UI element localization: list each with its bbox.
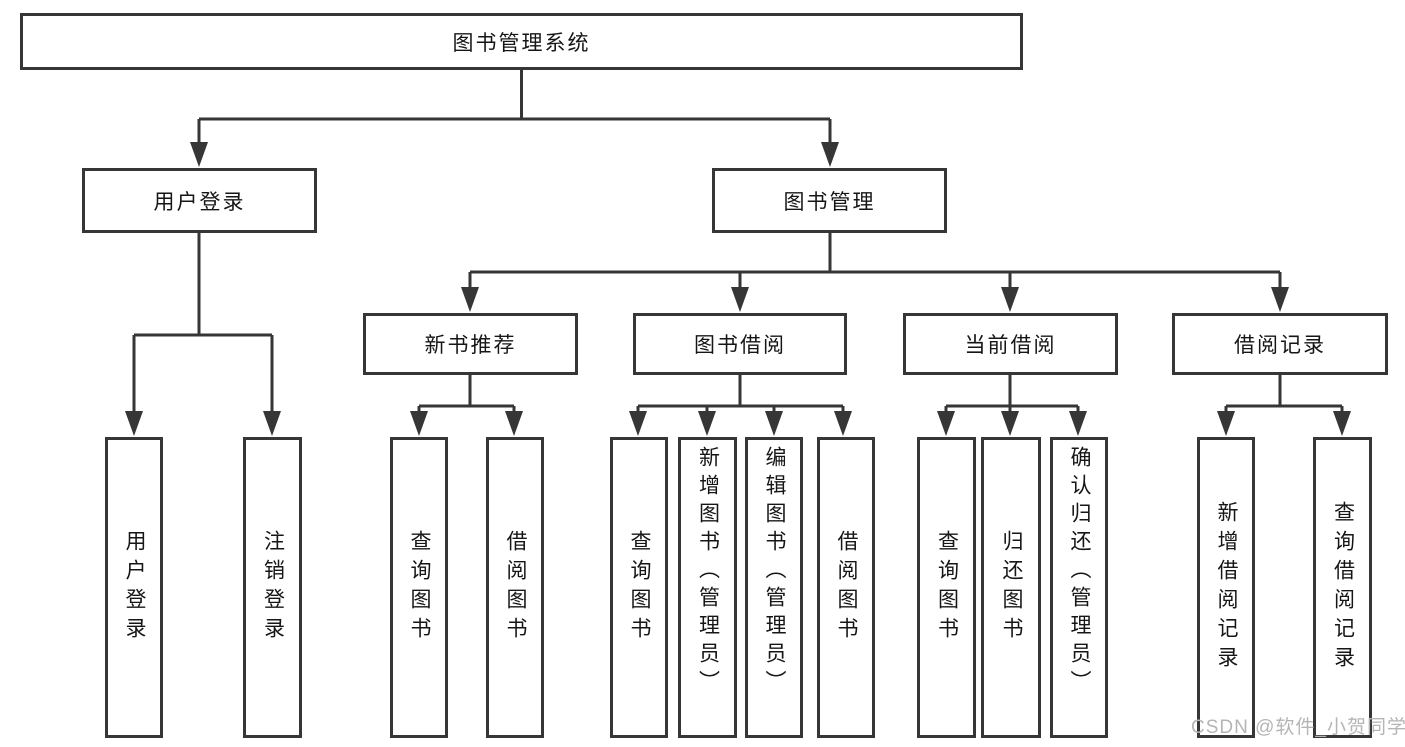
node-leaf-query-borrow-record-label: 查询借阅记录 — [1331, 500, 1355, 675]
arrowhead — [1001, 411, 1019, 436]
connector-paths — [132, 70, 1344, 415]
arrowhead — [731, 287, 749, 312]
node-current-borrow: 当前借阅 — [903, 313, 1118, 375]
node-leaf-query-book-borrow-label: 查询图书 — [628, 529, 652, 646]
node-leaf-add-borrow-record: 新增借阅记录 — [1197, 437, 1255, 738]
watermark: CSDN @软件_小贺同学 — [1191, 717, 1405, 738]
node-leaf-borrow-book-borrow: 借阅图书 — [817, 437, 875, 738]
node-new-book-rec: 新书推荐 — [363, 313, 578, 375]
node-leaf-query-book-borrow: 查询图书 — [610, 437, 668, 738]
node-book-borrow: 图书借阅 — [633, 313, 847, 375]
arrowheads — [125, 142, 1351, 436]
node-leaf-add-book-admin: 新增图书（管理员） — [678, 437, 737, 738]
arrowhead — [629, 411, 647, 436]
node-book-mgmt: 图书管理 — [712, 168, 947, 233]
connector-root-to-level2 — [197, 70, 832, 146]
node-book-borrow-label: 图书借阅 — [694, 334, 786, 357]
node-leaf-return-book: 归还图书 — [981, 437, 1041, 738]
node-leaf-logout-label: 注销登录 — [261, 529, 285, 646]
node-user-login: 用户登录 — [82, 168, 317, 233]
node-leaf-edit-book-admin-label: 编辑图书（管理员） — [763, 446, 787, 698]
arrowhead — [821, 142, 839, 167]
node-leaf-confirm-return-admin: 确认归还（管理员） — [1050, 437, 1108, 738]
node-leaf-query-book-current-label: 查询图书 — [935, 529, 959, 646]
node-leaf-logout: 注销登录 — [243, 437, 302, 738]
arrowhead — [263, 411, 281, 436]
connector-bookborrow-to-leaves — [636, 375, 845, 415]
arrowhead — [410, 411, 428, 436]
node-leaf-borrow-book-rec: 借阅图书 — [486, 437, 544, 738]
arrowhead — [1333, 411, 1351, 436]
node-leaf-borrow-book-rec-label: 借阅图书 — [504, 529, 528, 646]
arrowhead — [505, 411, 523, 436]
arrowhead — [190, 142, 208, 167]
node-leaf-query-borrow-record: 查询借阅记录 — [1313, 437, 1372, 738]
connector-newbookrec-to-leaves — [417, 375, 516, 415]
arrowhead — [1217, 411, 1235, 436]
node-book-mgmt-label: 图书管理 — [783, 190, 876, 214]
node-leaf-edit-book-admin: 编辑图书（管理员） — [745, 437, 803, 738]
node-leaf-user-login-label: 用户登录 — [123, 529, 147, 646]
node-leaf-add-borrow-record-label: 新增借阅记录 — [1215, 500, 1239, 675]
arrowhead — [125, 411, 143, 436]
node-leaf-user-login: 用户登录 — [105, 437, 163, 738]
arrowhead — [1271, 287, 1289, 312]
node-leaf-return-book-label: 归还图书 — [1000, 529, 1024, 646]
node-root-label: 图书管理系统 — [452, 31, 591, 55]
node-leaf-query-book-rec-label: 查询图书 — [408, 529, 432, 646]
arrowhead — [1069, 411, 1087, 436]
node-borrow-record: 借阅记录 — [1172, 313, 1388, 375]
node-leaf-borrow-book-borrow-label: 借阅图书 — [835, 529, 859, 646]
node-new-book-rec-label: 新书推荐 — [424, 334, 517, 357]
node-leaf-add-book-admin-label: 新增图书（管理员） — [696, 446, 720, 698]
node-leaf-confirm-return-admin-label: 确认归还（管理员） — [1068, 446, 1092, 698]
arrowhead — [765, 411, 783, 436]
node-root: 图书管理系统 — [20, 13, 1023, 70]
arrowhead — [1001, 287, 1019, 312]
arrowhead — [834, 411, 852, 436]
node-user-login-label: 用户登录 — [153, 190, 246, 214]
connector-bookmgmt-to-mid — [468, 233, 1282, 291]
arrowhead — [937, 411, 955, 436]
arrowhead — [461, 287, 479, 312]
connector-borrowrecord-to-leaves — [1224, 375, 1344, 415]
node-leaf-query-book-current: 查询图书 — [917, 437, 976, 738]
arrowhead — [698, 411, 716, 436]
connector-userlogin-to-leaves — [132, 233, 274, 415]
node-borrow-record-label: 借阅记录 — [1234, 334, 1326, 357]
connector-currentborrow-to-leaves — [944, 375, 1080, 415]
node-current-borrow-label: 当前借阅 — [964, 334, 1057, 357]
node-leaf-query-book-rec: 查询图书 — [390, 437, 448, 738]
